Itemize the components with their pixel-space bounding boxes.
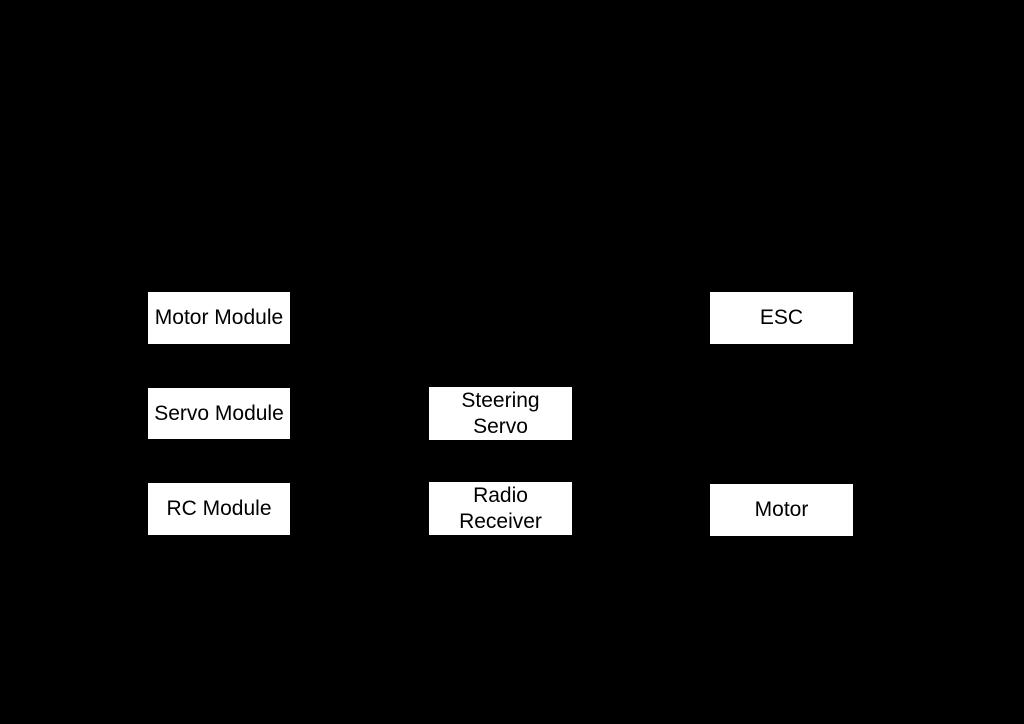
node-motor: Motor — [709, 483, 854, 537]
node-motor-module-label: Motor Module — [154, 306, 284, 329]
node-motor-module: Motor Module — [147, 291, 291, 345]
node-servo-module: Servo Module — [147, 387, 291, 440]
node-motor-label: Motor — [754, 498, 809, 521]
node-esc: ESC — [709, 291, 854, 345]
node-rc-module-label: RC Module — [166, 497, 272, 520]
node-rc-module: RC Module — [147, 482, 291, 536]
node-esc-label: ESC — [759, 306, 804, 329]
node-radio-receiver-label: Radio Receiver — [459, 483, 542, 533]
node-steering-servo: Steering Servo — [428, 386, 573, 441]
node-steering-servo-label: Steering Servo — [461, 388, 540, 438]
node-servo-module-label: Servo Module — [154, 401, 284, 425]
node-radio-receiver: Radio Receiver — [428, 481, 573, 536]
